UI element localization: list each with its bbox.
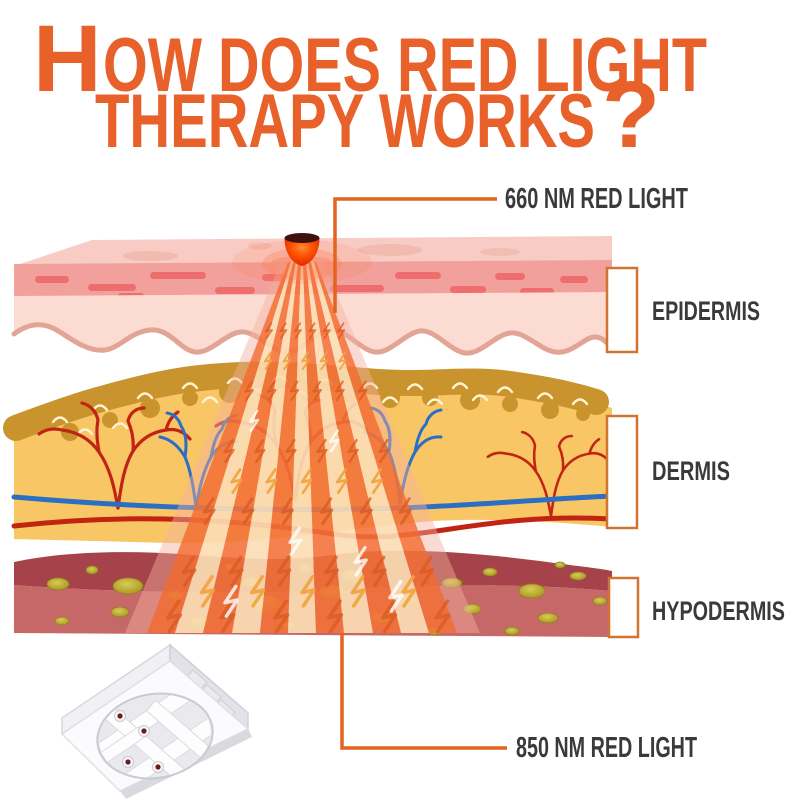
page-title: H OW DOES RED LIGHT THERAPY WORKS ? [33,6,707,168]
bottom-callout-line [340,633,507,750]
dermis-bracket [605,414,639,530]
top-callout-line [333,197,497,313]
label-660nm-red-light: 660 NM RED LIGHT [505,183,688,215]
led-bulb-icon [232,233,372,284]
hypodermis-bracket [607,576,640,639]
title-question-mark: ? [602,62,660,168]
smd-led-chip-icon [60,643,252,799]
title-line2: THERAPY WORKS [95,79,595,164]
label-850nm-red-light: 850 NM RED LIGHT [516,732,697,764]
title-line1-initial: H [33,6,102,112]
chip-led-dies [114,710,164,773]
label-epidermis: EPIDERMIS [652,296,760,326]
label-hypodermis: HYPODERMIS [652,596,785,626]
epidermis-bracket [605,266,639,354]
label-dermis: DERMIS [652,456,730,486]
light-beam-fan [125,262,480,634]
title-line1-rest: OW DOES RED LIGHT [103,23,707,108]
